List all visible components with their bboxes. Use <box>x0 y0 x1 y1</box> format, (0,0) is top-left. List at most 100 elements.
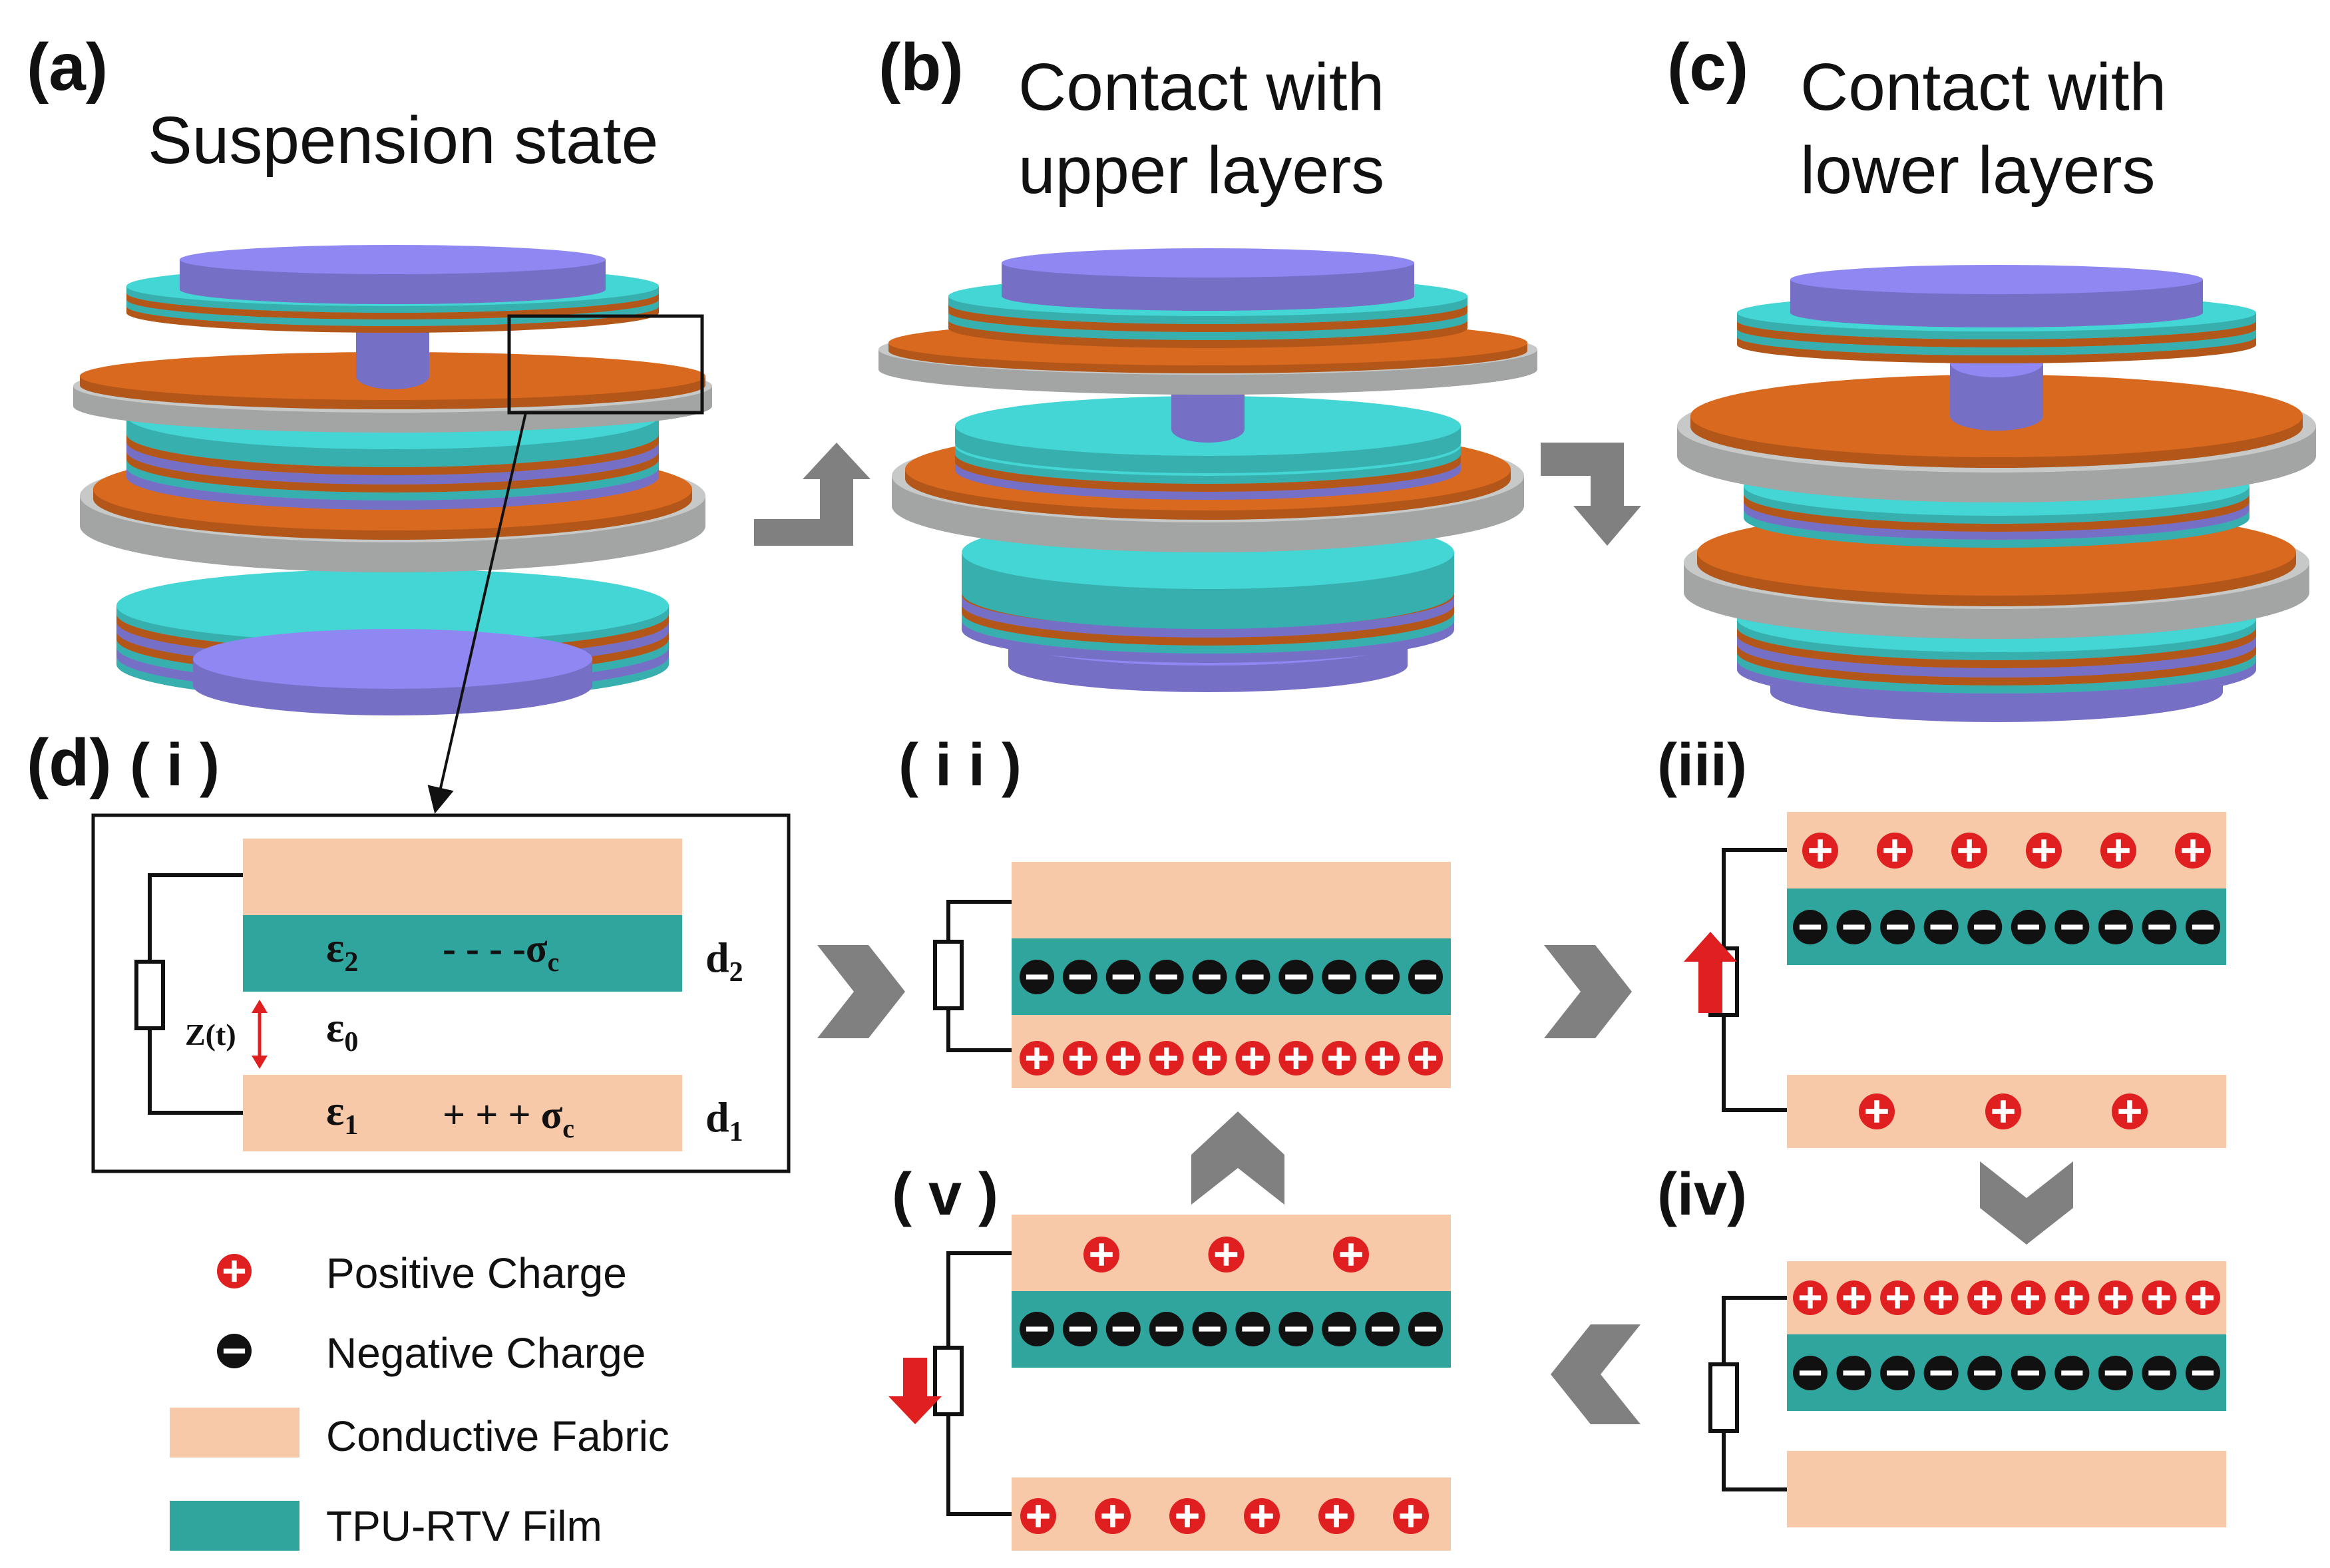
zoom-box <box>507 314 704 415</box>
legend-fabric-swatch <box>170 1408 299 1458</box>
step-iii-label: (iii) <box>1657 732 1747 799</box>
neg-charge-density: - - - -σc <box>443 926 559 977</box>
positive-charge <box>1235 1041 1270 1076</box>
negative-charge <box>1967 1356 2003 1390</box>
z-gap-arrow <box>252 1000 268 1069</box>
negative-charge <box>1149 1312 1184 1346</box>
positive-charge <box>1408 1041 1443 1076</box>
panel-b-title-line2: upper layers <box>1018 133 1384 208</box>
arrow-down-right <box>1541 443 1641 546</box>
negative-charge <box>1967 910 2003 944</box>
negative-charge <box>1880 1356 1915 1390</box>
legend-negative-charge <box>217 1334 252 1368</box>
chevron-right-1 <box>817 945 905 1038</box>
stage-iv <box>1708 1261 2226 1527</box>
c-top-cap <box>1790 265 2203 327</box>
panel-b-label: (b) <box>878 30 964 104</box>
negative-charge <box>1923 910 1959 944</box>
negative-charge <box>1836 910 1871 944</box>
negative-charge <box>2054 1356 2090 1390</box>
positive-charge <box>1802 833 1838 869</box>
stage-iii <box>1708 812 2226 1148</box>
negative-charge <box>1192 960 1227 994</box>
negative-charge <box>1062 960 1097 994</box>
positive-charge <box>1333 1237 1369 1273</box>
positive-charge <box>1877 833 1913 869</box>
chevron-right-2 <box>1544 945 1632 1038</box>
legend-positive-charge <box>217 1254 252 1288</box>
arrow-up-right <box>754 443 871 546</box>
iv-lower-fabric <box>1787 1451 2226 1527</box>
a-bottom-stack-layer-0-top <box>116 569 669 642</box>
panel-c-title-line1: Contact with <box>1800 50 2166 124</box>
negative-charge <box>1880 910 1915 944</box>
b-top-cap-top <box>1002 248 1414 278</box>
negative-charge <box>1020 960 1054 994</box>
positive-charge <box>1208 1237 1245 1273</box>
step-i-label: ( i ) <box>130 732 220 799</box>
positive-charge <box>1149 1041 1184 1076</box>
step-ii-label: ( i i ) <box>898 732 1022 799</box>
stack-lower-contact <box>1677 265 2316 722</box>
positive-charge <box>1793 1280 1828 1315</box>
ii-upper-fabric <box>1012 862 1451 938</box>
legend-negative-label: Negative Charge <box>326 1329 646 1377</box>
z-label: Z(t) <box>185 1018 236 1052</box>
v-lower-fabric <box>1012 1477 1451 1551</box>
positive-charge <box>1322 1041 1357 1076</box>
negative-charge <box>1149 960 1184 994</box>
positive-charge <box>1020 1498 1056 1534</box>
legend-positive-icon <box>217 1254 252 1288</box>
negative-charge <box>1235 1312 1270 1346</box>
negative-charge <box>1062 1312 1097 1346</box>
negative-charge <box>1192 1312 1227 1346</box>
positive-charge <box>1951 833 1987 869</box>
model-box: ε2 - - - -σc d2 Z(t) ε0 ε1 + + + σc d1 <box>91 813 791 1173</box>
resistor <box>933 1346 964 1416</box>
negative-charge <box>1793 1356 1828 1390</box>
stack-upper-contact <box>878 248 1537 692</box>
positive-charge <box>2175 833 2211 869</box>
positive-charge <box>1393 1498 1429 1534</box>
upper-fabric <box>243 839 682 915</box>
negative-charge <box>2098 910 2133 944</box>
positive-charge <box>1318 1498 1354 1534</box>
positive-charge <box>1278 1041 1314 1076</box>
b-top-cap <box>1002 248 1414 311</box>
negative-charge <box>1408 1312 1443 1346</box>
negative-charge <box>2011 910 2046 944</box>
negative-charge <box>1278 960 1314 994</box>
current-up-arrow <box>1684 932 1737 1013</box>
chevron-left <box>1551 1324 1641 1424</box>
d1-label: d1 <box>705 1093 743 1147</box>
negative-charge <box>1923 1356 1959 1390</box>
panel-c-title-line2: lower layers <box>1800 133 2156 208</box>
positive-charge <box>1836 1280 1871 1315</box>
stage-v <box>933 1215 1451 1551</box>
a-top-cap <box>180 245 606 304</box>
stack-suspension <box>73 245 712 715</box>
d2-label: d2 <box>705 934 743 988</box>
positive-charge <box>1062 1041 1097 1076</box>
a-bottom-hub-top <box>193 629 592 689</box>
positive-charge <box>1923 1280 1959 1315</box>
current-down-arrow <box>888 1358 942 1424</box>
c-shaft-side <box>1950 363 2043 431</box>
panel-a-title: Suspension state <box>148 103 658 178</box>
positive-charge <box>2098 1280 2133 1315</box>
step-v-label: ( v ) <box>892 1161 998 1228</box>
positive-charge <box>1105 1041 1141 1076</box>
negative-charge <box>1365 960 1400 994</box>
model-circuit <box>134 873 243 1115</box>
positive-charge <box>1095 1498 1131 1534</box>
positive-charge <box>2011 1280 2046 1315</box>
positive-charge <box>1020 1041 1054 1076</box>
a-top-cap-top <box>180 245 606 274</box>
negative-charge <box>1020 1312 1054 1346</box>
lower-fabric <box>243 1075 682 1151</box>
upper-film <box>243 915 682 992</box>
negative-charge <box>2011 1356 2046 1390</box>
eps0-label: ε0 <box>326 1004 358 1058</box>
positive-charge <box>2186 1280 2220 1315</box>
